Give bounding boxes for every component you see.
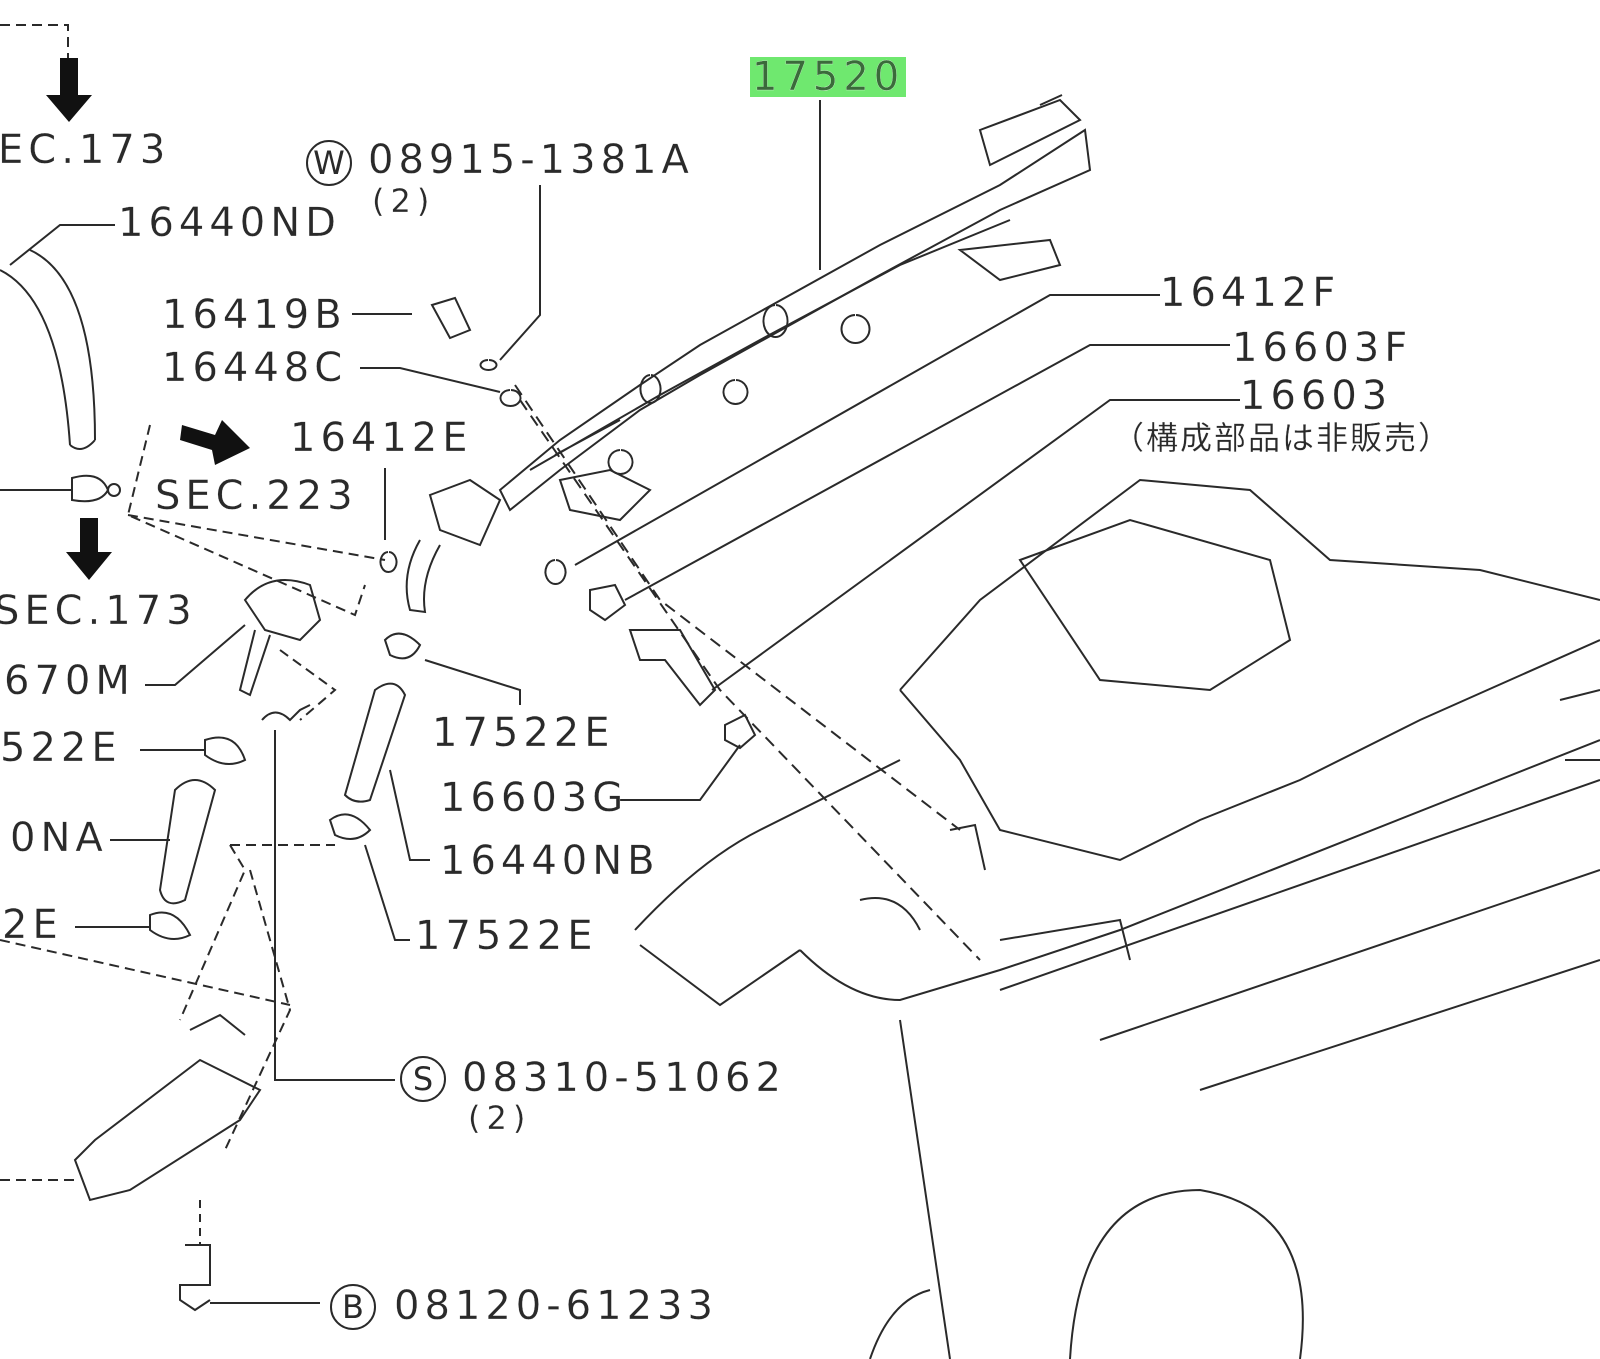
label-16603G[interactable]: 16603G	[440, 775, 629, 821]
label-16603[interactable]: 16603	[1240, 373, 1393, 419]
label-16440ND[interactable]: 16440ND	[118, 200, 341, 246]
label-16412F[interactable]: 16412F	[1160, 270, 1341, 316]
label-bolt-part[interactable]: 08120-61233	[394, 1283, 718, 1329]
bolt-symbol-icon: B	[330, 1284, 376, 1330]
label-not-sold-note: （構成部品は非販売）	[1112, 419, 1453, 457]
label-522E[interactable]: 522E	[0, 725, 122, 771]
arrow-right-icon	[180, 420, 250, 465]
label-screw-qty: (2)	[468, 1099, 532, 1137]
label-sec223[interactable]: SEC.223	[155, 473, 358, 519]
label-17522E-b[interactable]: 17522E	[415, 913, 598, 959]
label-washer-qty: (2)	[372, 182, 436, 220]
label-16440NB[interactable]: 16440NB	[440, 838, 660, 884]
label-2E[interactable]: 2E	[2, 902, 63, 948]
label-washer-part[interactable]: 08915-1381A	[368, 137, 694, 183]
arrow-down-icon	[66, 518, 112, 580]
label-17520-highlighted[interactable]: 17520	[750, 54, 907, 100]
label-0NA[interactable]: 0NA	[10, 815, 108, 861]
arrow-down-icon	[46, 58, 92, 122]
label-16412E[interactable]: 16412E	[290, 415, 473, 461]
washer-symbol-icon: W	[306, 140, 352, 186]
label-16603F[interactable]: 16603F	[1232, 325, 1413, 371]
label-16419B[interactable]: 16419B	[162, 292, 347, 338]
label-670M[interactable]: 670M	[4, 658, 135, 704]
label-sec173-mid[interactable]: SEC.173	[0, 588, 197, 634]
label-17522E-a[interactable]: 17522E	[432, 710, 615, 756]
label-sec173-top[interactable]: EC.173	[0, 127, 171, 173]
label-screw-part[interactable]: 08310-51062	[462, 1055, 786, 1101]
screw-symbol-icon: S	[400, 1056, 446, 1102]
label-16448C[interactable]: 16448C	[162, 345, 348, 391]
